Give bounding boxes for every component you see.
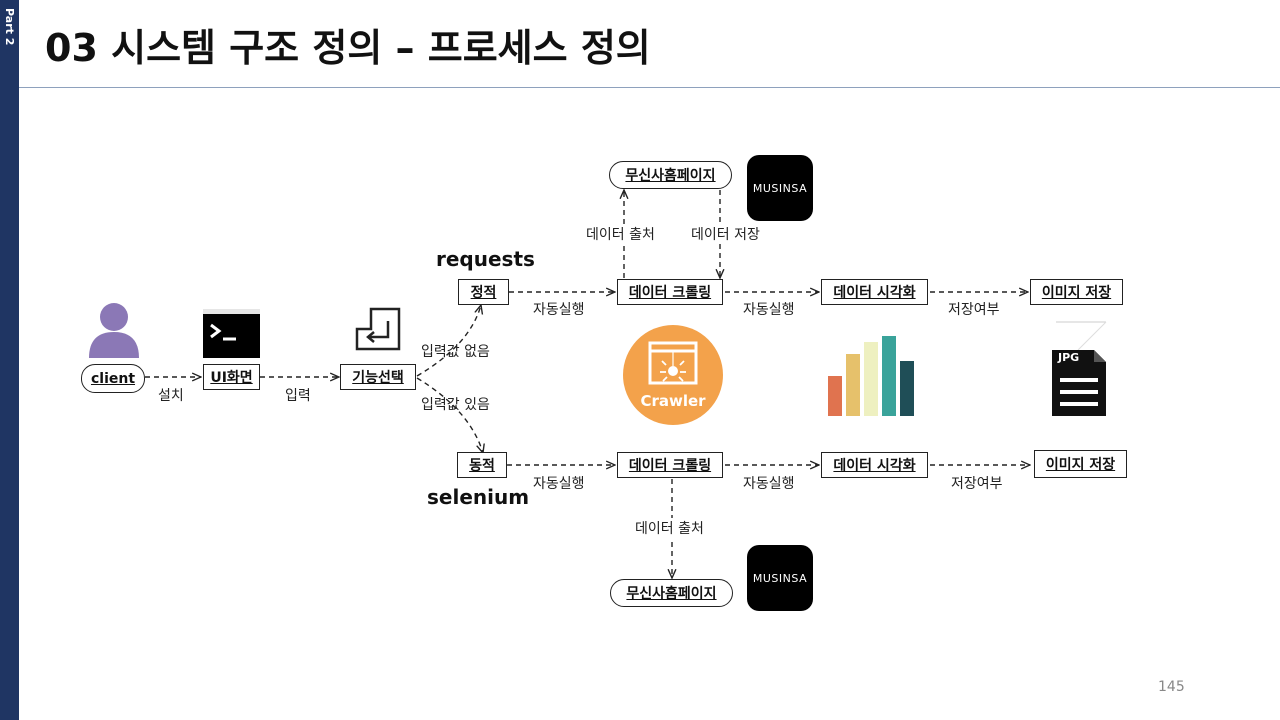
musinsa-logo-icon: MUSINSA <box>747 545 813 611</box>
bar-chart-icon <box>828 336 914 416</box>
viz-node-top: 데이터 시각화 <box>821 279 928 305</box>
save-decision-label: 저장여부 <box>951 476 1003 492</box>
data-store-label: 데이터 저장 <box>691 224 760 244</box>
jpg-label: JPG <box>1058 351 1080 364</box>
static-node: 정적 <box>458 279 509 305</box>
edge-select-dynamic <box>416 377 483 453</box>
auto-run-label: 자동실행 <box>743 476 795 492</box>
crawl-node-bottom: 데이터 크롤링 <box>617 452 723 478</box>
crawler-logo-icon <box>623 325 723 425</box>
jpg-file-icon <box>1052 321 1107 416</box>
no-input-label: 입력값 없음 <box>421 344 490 360</box>
selenium-label: selenium <box>427 485 530 509</box>
musinsa-logo-icon: MUSINSA <box>747 155 813 221</box>
side-bar <box>0 0 19 720</box>
musinsa-homepage-node-top: 무신사홈페이지 <box>609 161 732 189</box>
musinsa-homepage-node-bottom: 무신사홈페이지 <box>610 579 733 607</box>
user-icon <box>89 303 139 358</box>
terminal-icon <box>203 309 260 358</box>
data-source-label: 데이터 출처 <box>586 224 655 244</box>
auto-run-label: 자동실행 <box>533 476 585 492</box>
edge-select-static <box>416 305 481 377</box>
auto-run-label: 자동실행 <box>533 302 585 318</box>
save-image-node-top: 이미지 저장 <box>1030 279 1123 305</box>
dynamic-node: 동적 <box>457 452 507 478</box>
viz-node-bottom: 데이터 시각화 <box>821 452 928 478</box>
with-input-label: 입력값 있음 <box>421 397 490 413</box>
input-label: 입력 <box>285 388 311 404</box>
crawler-logo-text: Crawler <box>640 392 706 410</box>
enter-key-icon <box>355 307 401 351</box>
install-label: 설치 <box>158 388 184 404</box>
feature-select-node: 기능선택 <box>340 364 416 390</box>
save-decision-label: 저장여부 <box>948 302 1000 318</box>
page-number: 145 <box>1158 679 1185 695</box>
crawl-node-top: 데이터 크롤링 <box>617 279 723 305</box>
title-divider <box>19 87 1280 88</box>
client-node: client <box>81 364 145 393</box>
requests-label: requests <box>436 247 535 271</box>
page-title: 03 시스템 구조 정의 – 프로세스 정의 <box>45 26 651 70</box>
data-source-label: 데이터 출처 <box>635 518 704 538</box>
auto-run-label: 자동실행 <box>743 302 795 318</box>
save-image-node-bottom: 이미지 저장 <box>1034 450 1127 478</box>
ui-screen-node: UI화면 <box>203 364 260 390</box>
